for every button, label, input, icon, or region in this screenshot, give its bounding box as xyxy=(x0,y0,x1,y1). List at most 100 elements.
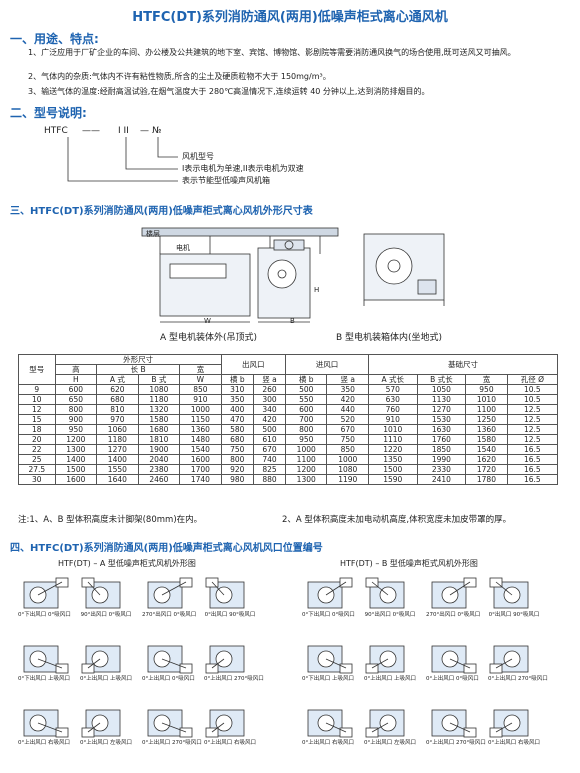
table-cell: 27.5 xyxy=(18,464,56,475)
table-cell: 1700 xyxy=(179,464,222,475)
caption-type-b: B 型电机装箱体内(坐地式) xyxy=(336,333,443,343)
vent-position-thumb: 0°上出风口 右吸风口 xyxy=(18,704,70,752)
spec-table: 型号 外形尺寸 出风口 进风口 基础尺寸 高 长 B 宽 H A 式 B 式 W… xyxy=(18,354,559,485)
th-dims: 外形尺寸 xyxy=(54,354,222,365)
table-cell: 810 xyxy=(96,404,139,415)
vent-position-thumb: 0°下出风口 上吸风口 xyxy=(18,640,70,688)
model-legend-1: 风机型号 xyxy=(182,152,214,161)
table-cell: 1480 xyxy=(179,434,222,445)
table-cell: 400 xyxy=(220,404,254,415)
fan-box-icon xyxy=(147,577,193,609)
table-cell: 1540 xyxy=(179,444,222,455)
table-cell: 1060 xyxy=(96,424,139,435)
table-cell: 880 xyxy=(252,474,286,485)
table-cell: 800 xyxy=(284,424,328,435)
model-code: HTFC xyxy=(44,126,68,136)
th-model: 型号 xyxy=(18,354,56,385)
fan-box-icon xyxy=(81,709,121,738)
vent-position-thumb: 0°出风口 90°吸风口 xyxy=(204,576,256,624)
table-cell: 1720 xyxy=(465,464,508,475)
table-cell: 800 xyxy=(220,454,254,465)
vent-position-thumb: 0°上出风口 270°吸风口 xyxy=(488,640,548,688)
fan-box-icon xyxy=(431,709,477,738)
table-cell: 1990 xyxy=(416,454,467,465)
vent-position-thumb: 90°出风口 0°吸风口 xyxy=(364,576,416,624)
vent-position-thumb: 270°出风口 0°吸风口 xyxy=(142,576,196,624)
table-cell: 650 xyxy=(54,394,98,405)
section-1-p2: 2、气体内的杂质:气体内不许有粘性物质,所含的尘土及硬质粒物不大于 150mg/… xyxy=(28,72,331,81)
fan-box-icon xyxy=(147,709,193,738)
vent-position-label: 0°上出风口 右吸风口 xyxy=(204,740,256,746)
vent-position-thumb: 0°上出风口 270°吸风口 xyxy=(142,704,202,752)
table-cell: 1810 xyxy=(137,434,181,445)
th-high: 高 xyxy=(54,364,98,375)
model-no: № xyxy=(152,126,162,136)
label-w: W xyxy=(204,317,211,325)
fan-box-icon xyxy=(431,645,477,674)
fan-box-icon xyxy=(23,709,69,738)
vent-position-label: 0°上出风口 左吸风口 xyxy=(364,740,416,746)
section-1-p1: 1、广泛应用于厂矿企业的车间、办公楼及公共建筑的地下室、宾馆、博物馆、影剧院等需… xyxy=(28,48,516,57)
table-cell: 16.5 xyxy=(506,454,559,465)
fan-box-icon xyxy=(81,577,121,609)
table-cell: 1270 xyxy=(96,444,139,455)
table-cell: 30 xyxy=(18,474,56,485)
table-cell: 610 xyxy=(252,434,286,445)
fan-box-icon xyxy=(307,709,353,738)
table-cell: 1360 xyxy=(465,424,508,435)
vent-position-thumb: 0°上出风口 右吸风口 xyxy=(302,704,354,752)
table-cell: 800 xyxy=(54,404,98,415)
vent-position-label: 0°上出风口 270°吸风口 xyxy=(204,676,264,682)
th-inlet: 进风口 xyxy=(284,354,370,375)
vent-position-thumb: 90°出风口 0°吸风口 xyxy=(80,576,132,624)
fan-box-icon xyxy=(205,577,245,609)
vent-position-label: 0°出风口 90°吸风口 xyxy=(204,612,256,618)
table-cell: 310 xyxy=(220,384,254,395)
table-cell: 500 xyxy=(284,384,328,395)
th-width: 宽 xyxy=(179,364,222,375)
a-type-title: HTF(DT) – A 型低噪声柜式风机外形图 xyxy=(58,559,196,568)
vent-position-thumb: 0°上出风口 左吸风口 xyxy=(364,704,416,752)
label-b: B xyxy=(290,317,295,325)
vent-position-label: 0°上出风口 右吸风口 xyxy=(488,740,540,746)
vent-position-label: 0°下出风口 0°吸风口 xyxy=(302,612,355,618)
model-legend-3: 表示节能型低噪声风机箱 xyxy=(182,176,270,185)
vent-position-thumb: 0°上出风口 270°吸风口 xyxy=(204,640,264,688)
table-cell: 470 xyxy=(220,414,254,425)
fan-box-icon xyxy=(147,645,193,674)
table-cell: 16.5 xyxy=(506,474,559,485)
table-cell: 12.5 xyxy=(506,424,559,435)
caption-type-a: A 型电机装体外(吊顶式) xyxy=(160,333,258,343)
table-cell: 1190 xyxy=(326,474,369,485)
table-cell: 1080 xyxy=(326,464,369,475)
table-cell: 1640 xyxy=(96,474,139,485)
table-cell: 2410 xyxy=(416,474,467,485)
th-w2: 宽 xyxy=(465,374,508,385)
table-cell: 550 xyxy=(284,394,328,405)
section-3-heading: 三、HTFC(DT)系列消防通风(两用)低噪声柜式离心风机外形尺寸表 xyxy=(10,206,313,217)
table-cell: 9 xyxy=(18,384,56,395)
model-legend-2: I表示电机为单速,II表示电机为双速 xyxy=(182,164,304,173)
table-cell: 1630 xyxy=(416,424,467,435)
table-cell: 1000 xyxy=(326,454,369,465)
table-cell: 1130 xyxy=(416,394,467,405)
table-cell: 1780 xyxy=(465,474,508,485)
vent-position-label: 0°上出风口 270°吸风口 xyxy=(142,740,202,746)
table-cell: 680 xyxy=(96,394,139,405)
vent-position-label: 0°上出风口 右吸风口 xyxy=(302,740,354,746)
table-cell: 1760 xyxy=(416,434,467,445)
table-cell: 950 xyxy=(465,384,508,395)
table-cell: 620 xyxy=(96,384,139,395)
section-1-heading: 一、用途、特点: xyxy=(10,32,99,46)
table-cell: 1180 xyxy=(137,394,181,405)
vent-position-thumb: 0°下出风口 0°吸风口 xyxy=(302,576,355,624)
table-cell: 520 xyxy=(326,414,369,425)
vent-position-label: 0°出风口 90°吸风口 xyxy=(488,612,540,618)
table-cell: 1530 xyxy=(416,414,467,425)
table-cell: 1150 xyxy=(179,414,222,425)
fan-box-icon xyxy=(23,645,69,674)
table-cell: 950 xyxy=(54,424,98,435)
table-cell: 1400 xyxy=(54,454,98,465)
table-cell: 500 xyxy=(252,424,286,435)
